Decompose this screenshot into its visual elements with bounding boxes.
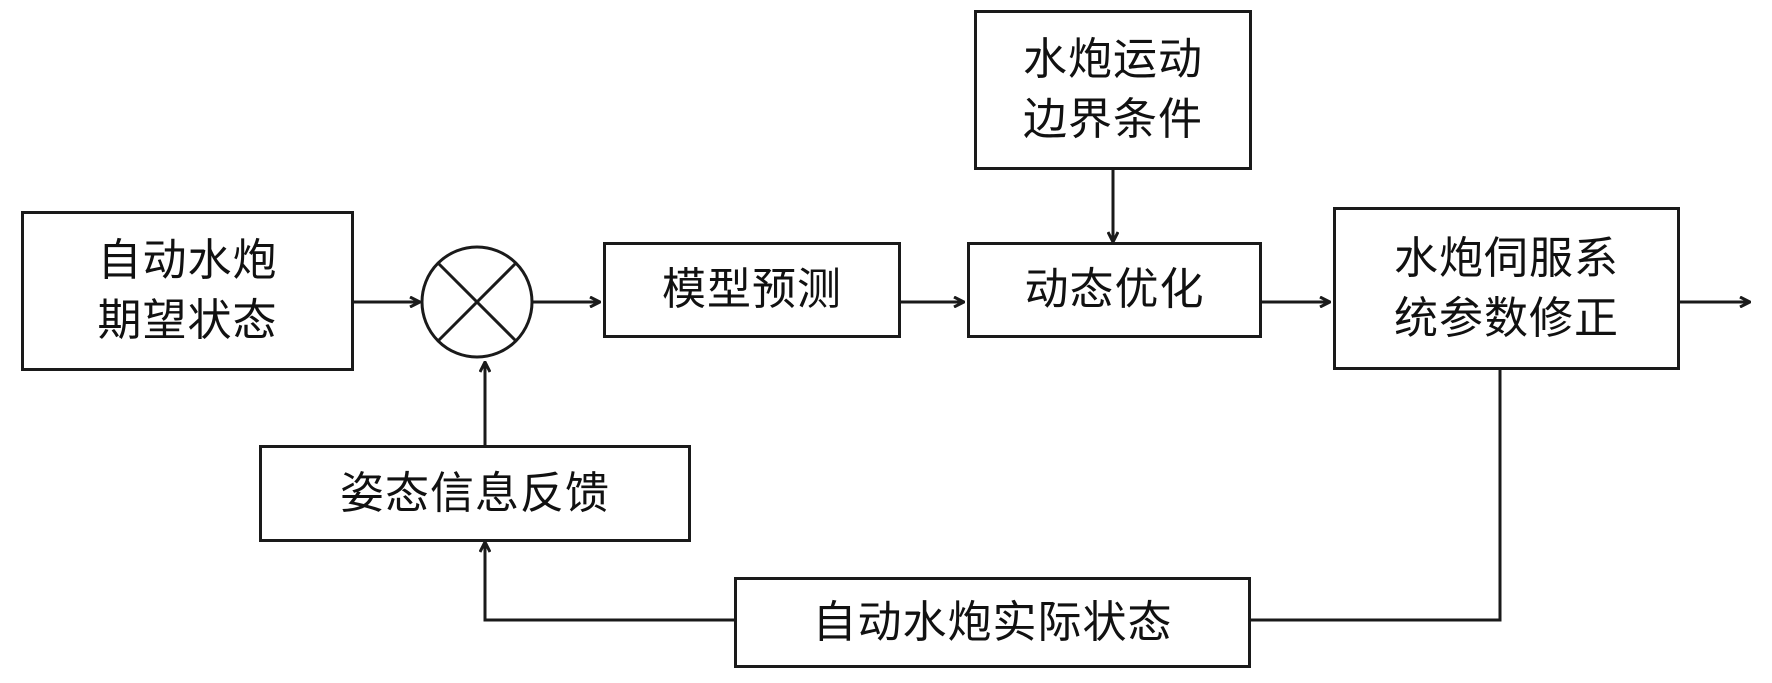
edge-actual-to-feedback	[485, 542, 734, 622]
dynamic-optimization-label: 动态优化	[1024, 264, 1205, 315]
servo-line-1: 水炮伺服系	[1394, 232, 1619, 284]
model-prediction-label: 模型预测	[662, 264, 842, 315]
servo-line-2: 统参数修正	[1394, 292, 1619, 344]
servo-correction-box: 水炮伺服系 统参数修正	[1333, 207, 1680, 370]
dynamic-optimization-box: 动态优化	[967, 242, 1262, 338]
boundary-line-1: 水炮运动	[1023, 34, 1203, 85]
desired-state-line-1: 自动水炮	[97, 235, 278, 286]
boundary-conditions-box: 水炮运动 边界条件	[974, 10, 1252, 170]
boundary-line-2: 边界条件	[1023, 94, 1203, 145]
edge-servo-to-actual	[1251, 370, 1502, 622]
sum-junction	[420, 245, 534, 359]
desired-state-box: 自动水炮 期望状态	[21, 211, 354, 371]
actual-state-label: 自动水炮实际状态	[812, 596, 1173, 648]
attitude-feedback-box: 姿态信息反馈	[259, 445, 691, 542]
attitude-feedback-label: 姿态信息反馈	[340, 467, 610, 519]
desired-state-line-2: 期望状态	[97, 295, 278, 346]
model-prediction-box: 模型预测	[603, 242, 901, 338]
actual-state-box: 自动水炮实际状态	[734, 577, 1251, 668]
